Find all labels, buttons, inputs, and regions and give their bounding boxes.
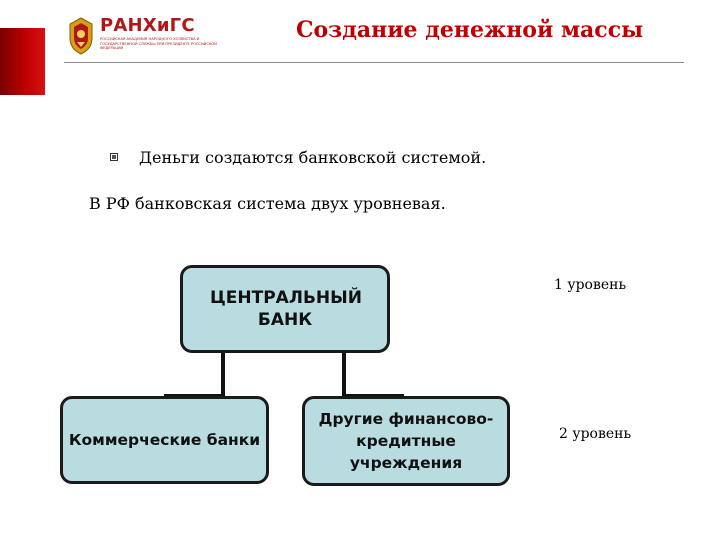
logo-subtitle: Российская академия народного хозяйства … bbox=[100, 37, 217, 51]
page-title: Создание денежной массы bbox=[296, 17, 644, 43]
level-2-label: 2 уровень bbox=[559, 426, 632, 442]
bullet-text: Деньги создаются банковской системой. bbox=[139, 148, 487, 167]
ranepa-logo: РАНХиГС Российская академия народного хо… bbox=[66, 15, 217, 56]
other-institutions-box: Другие финансово-кредитные учреждения bbox=[302, 396, 510, 486]
connector-left-vertical bbox=[221, 353, 225, 397]
central-bank-box: ЦЕНТРАЛЬНЫЙ БАНК bbox=[180, 265, 390, 353]
logo-title: РАНХиГС bbox=[100, 15, 195, 36]
central-bank-label: ЦЕНТРАЛЬНЫЙ БАНК bbox=[210, 288, 362, 330]
bullet-item: Деньги создаются банковской системой. bbox=[110, 148, 486, 167]
title-divider bbox=[64, 62, 684, 63]
commercial-banks-box: Коммерческие банки bbox=[60, 396, 269, 484]
emblem-icon bbox=[69, 17, 93, 55]
connector-left-horizontal bbox=[164, 394, 225, 397]
red-accent-bar bbox=[0, 28, 45, 95]
commercial-banks-label: Коммерческие банки bbox=[68, 431, 261, 449]
level-1-label: 1 уровень bbox=[554, 277, 627, 293]
square-bullet-icon bbox=[110, 152, 118, 161]
body-text: В РФ банковская система двух уровневая. bbox=[89, 194, 446, 213]
other-institutions-label: Другие финансово-кредитные учреждения bbox=[318, 410, 494, 472]
connector-right-horizontal bbox=[342, 394, 404, 397]
connector-right-vertical bbox=[342, 353, 346, 397]
